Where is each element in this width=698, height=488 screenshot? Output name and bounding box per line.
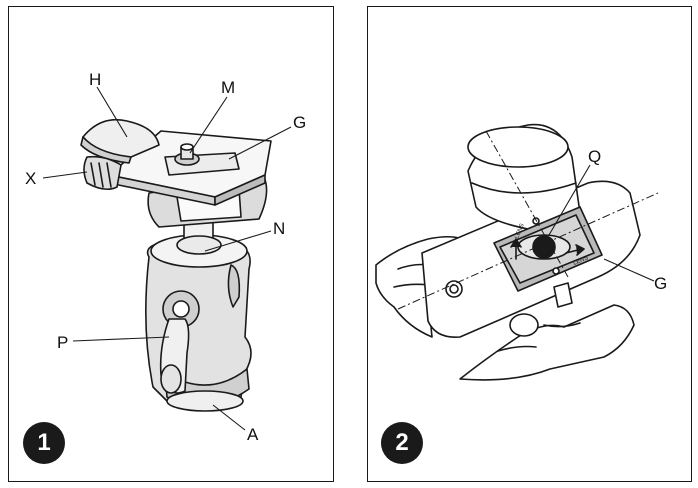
step-number-badge: 1 (23, 422, 65, 464)
plate-text-lens-left: LENS (514, 223, 525, 240)
label-m: M (221, 78, 235, 97)
arrow-right-icon (565, 244, 585, 256)
label-p: P (57, 333, 68, 352)
ball-slot (227, 264, 241, 308)
right-hand (459, 304, 635, 381)
label-h: H (89, 70, 101, 89)
camera-underside-illustration: LENS LENS Q G (375, 123, 667, 381)
label-g: G (293, 113, 306, 132)
locking-knob-x (83, 155, 122, 191)
step-number-badge: 2 (381, 422, 423, 464)
label-n: N (273, 219, 285, 238)
step-1-panel: H M G X N P A 1 (8, 6, 334, 482)
label-q: Q (588, 147, 601, 166)
ball-head-illustration: H M G X N P A (25, 70, 306, 444)
label-a: A (247, 425, 259, 444)
label-x: X (25, 169, 36, 188)
label-g: G (654, 274, 667, 293)
step-2-panel: LENS LENS Q G 2 (367, 6, 692, 482)
plate-text-lens-right: LENS (573, 255, 590, 266)
